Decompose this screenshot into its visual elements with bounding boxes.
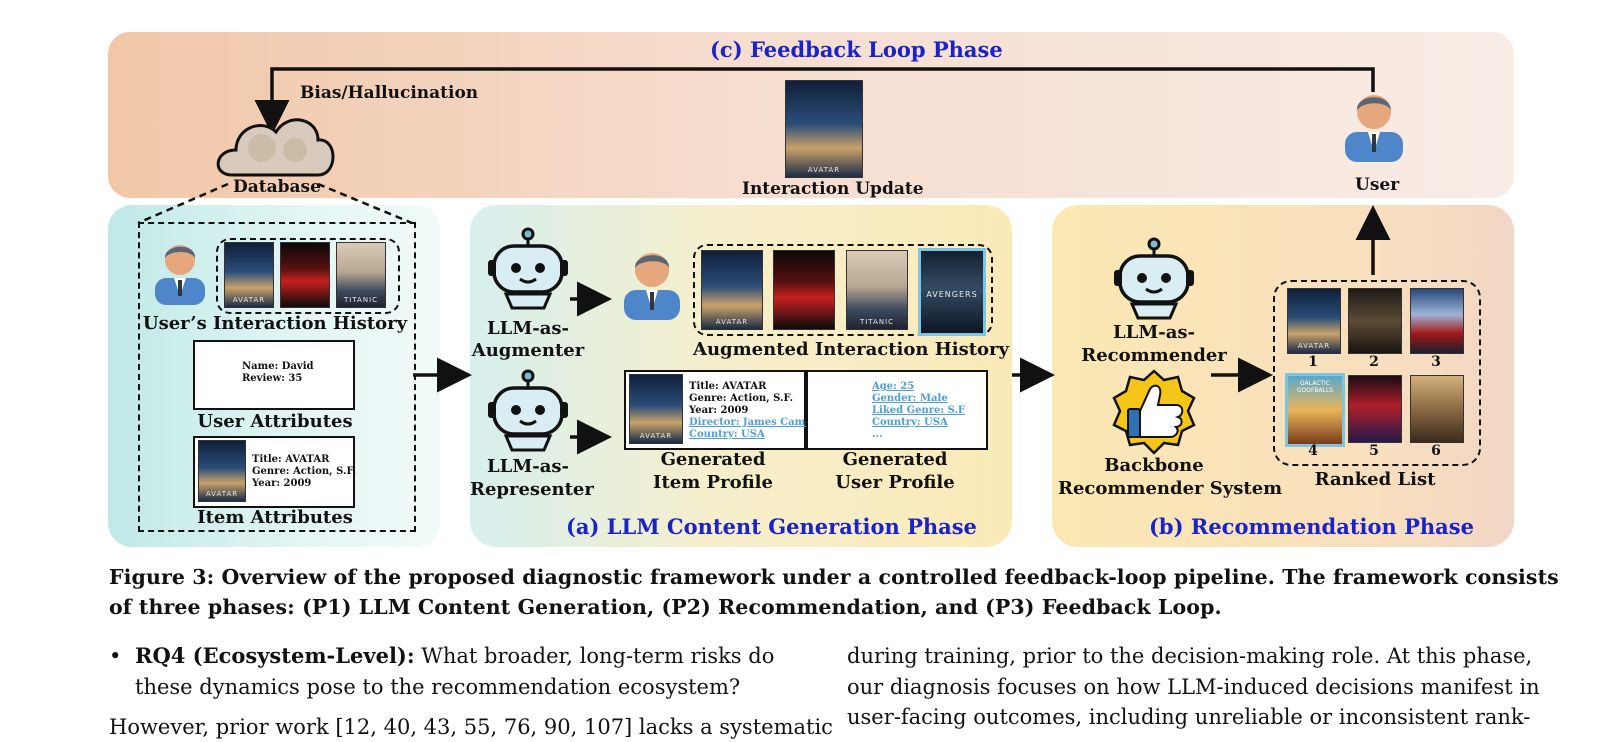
user-profile-line-1: Age: 25 xyxy=(872,381,915,392)
avatar-poster-image: AVATAR xyxy=(785,80,863,178)
recommender-label-2: Recommender xyxy=(1081,345,1227,366)
representer-label-2: Representer xyxy=(470,479,594,500)
user-profile-label-2: User Profile xyxy=(835,472,955,493)
item-attr-line-2: Genre: Action, S.F. xyxy=(252,466,357,477)
rank-number: 3 xyxy=(1431,354,1441,370)
item-profile-line-4: Director: James Cameron xyxy=(689,417,831,428)
rq4-text-2: these dynamics pose to the recommendatio… xyxy=(135,675,741,699)
content-phase-title: (a) LLM Content Generation Phase xyxy=(566,514,977,539)
item-profile-label-1: Generated xyxy=(660,449,766,470)
augmenter-label-1: LLM-as- xyxy=(487,318,569,339)
user-profile-line-5: ... xyxy=(872,429,883,440)
star-wars-poster-image xyxy=(1410,288,1464,354)
left-column-line: However, prior work [12, 40, 43, 55, 76,… xyxy=(109,715,833,739)
history-label: User’s Interaction History xyxy=(142,313,408,334)
interaction-update-label: Interaction Update xyxy=(742,179,924,199)
ranked-list-box xyxy=(1273,280,1481,466)
rank-number: 2 xyxy=(1369,354,1379,370)
thumbs-up-badge-icon xyxy=(1112,369,1196,455)
user-label: User xyxy=(1355,175,1400,195)
item-profile-line-2: Genre: Action, S.F. xyxy=(689,393,794,404)
backbone-label-2: Recommender System xyxy=(1058,478,1283,499)
right-column-line-3: user-facing outcomes, including unreliab… xyxy=(847,705,1531,729)
robot-icon-recommender xyxy=(1114,237,1194,320)
database-expansion-lines xyxy=(137,182,413,225)
interaction-history-box xyxy=(216,238,400,314)
database-cloud-icon xyxy=(216,118,335,177)
representer-label-1: LLM-as- xyxy=(487,456,569,477)
rq4-text-1: What broader, long-term risks do xyxy=(414,644,775,668)
avatar-poster-image: AVATAR xyxy=(701,250,763,330)
terminator-poster-image xyxy=(773,250,835,330)
augmented-history-box xyxy=(693,244,993,336)
figure-caption: Figure 3: Overview of the proposed diagn… xyxy=(109,562,1559,622)
caption-line-1: Figure 3: Overview of the proposed diagn… xyxy=(109,565,1559,589)
item-attr-line-3: Year: 2009 xyxy=(252,478,312,489)
database-label: Database xyxy=(233,177,321,197)
user-icon-augmented xyxy=(624,253,680,320)
right-column-line-2: our diagnosis focuses on how LLM-induced… xyxy=(847,675,1540,699)
spiderman-poster-image xyxy=(1348,375,1402,443)
user-icon-history xyxy=(155,245,205,305)
augmented-history-label: Augmented Interaction History xyxy=(693,339,1009,360)
robot-icon-augmenter xyxy=(488,227,568,310)
item-profile-label-2: Item Profile xyxy=(653,472,773,493)
galactic-goofballs-poster-image: GALACTIC GOOFBALLS xyxy=(1285,373,1345,447)
terminator-poster-image xyxy=(280,242,330,308)
avatar-poster-image: AVATAR xyxy=(198,440,246,502)
bias-label: Bias/Hallucination xyxy=(300,83,479,103)
avatar-poster-image: AVATAR xyxy=(224,242,274,308)
rq4-label: RQ4 (Ecosystem-Level): xyxy=(135,643,415,668)
caption-line-2: of three phases: (P1) LLM Content Genera… xyxy=(109,595,1222,619)
avatar-poster-image: AVATAR xyxy=(629,374,683,444)
user-attributes-label: User Attributes xyxy=(197,411,353,432)
recommender-label-1: LLM-as- xyxy=(1113,322,1195,343)
database-detail-box xyxy=(138,222,416,532)
rank-number: 5 xyxy=(1369,443,1379,459)
right-column-line-1: during training, prior to the decision-m… xyxy=(847,644,1533,668)
item-profile-line-3: Year: 2009 xyxy=(689,405,749,416)
item-attributes-label: Item Attributes xyxy=(197,507,353,528)
user-attr-line-1: Name: David xyxy=(242,361,314,372)
feedback-phase-title: (c) Feedback Loop Phase xyxy=(710,37,1003,62)
item-profile-line-1: Title: AVATAR xyxy=(689,381,767,392)
user-profile-line-4: Country: USA xyxy=(872,417,948,428)
feedback-loop-arrow xyxy=(254,67,1375,135)
user-icon-top xyxy=(1345,95,1403,162)
top-gun-poster-image xyxy=(1410,375,1464,443)
user-attributes-card xyxy=(193,340,355,410)
rq4-paragraph: RQ4 (Ecosystem-Level): What broader, lon… xyxy=(135,641,774,671)
bullet-marker: • xyxy=(109,644,122,668)
user-profile-line-3: Liked Genre: S.F xyxy=(872,405,966,416)
robot-icon-representer xyxy=(488,369,568,452)
user-profile-line-2: Gender: Male xyxy=(872,393,948,404)
augmenter-label-2: Augmenter xyxy=(471,340,585,361)
item-profile-line-5: Country: USA xyxy=(689,429,765,440)
avatar-poster-image: AVATAR xyxy=(1287,288,1341,354)
user-attr-line-2: Review: 35 xyxy=(242,373,303,384)
user-profile-card xyxy=(806,370,988,450)
rank-number: 4 xyxy=(1308,443,1318,459)
ranked-list-label: Ranked List xyxy=(1314,469,1436,490)
titanic-poster-image: TITANIC xyxy=(336,242,386,308)
backbone-label-1: Backbone xyxy=(1104,455,1204,476)
pirates-poster-image xyxy=(1348,288,1402,354)
rank-number: 1 xyxy=(1308,354,1318,370)
item-attr-line-1: Title: AVATAR xyxy=(252,454,330,465)
user-profile-label-1: Generated xyxy=(842,449,948,470)
rank-number: 6 xyxy=(1431,443,1441,459)
titanic-poster-image: TITANIC xyxy=(846,250,908,330)
recommendation-phase-title: (b) Recommendation Phase xyxy=(1149,514,1474,539)
avengers-poster-image: AVENGERS xyxy=(918,248,986,336)
